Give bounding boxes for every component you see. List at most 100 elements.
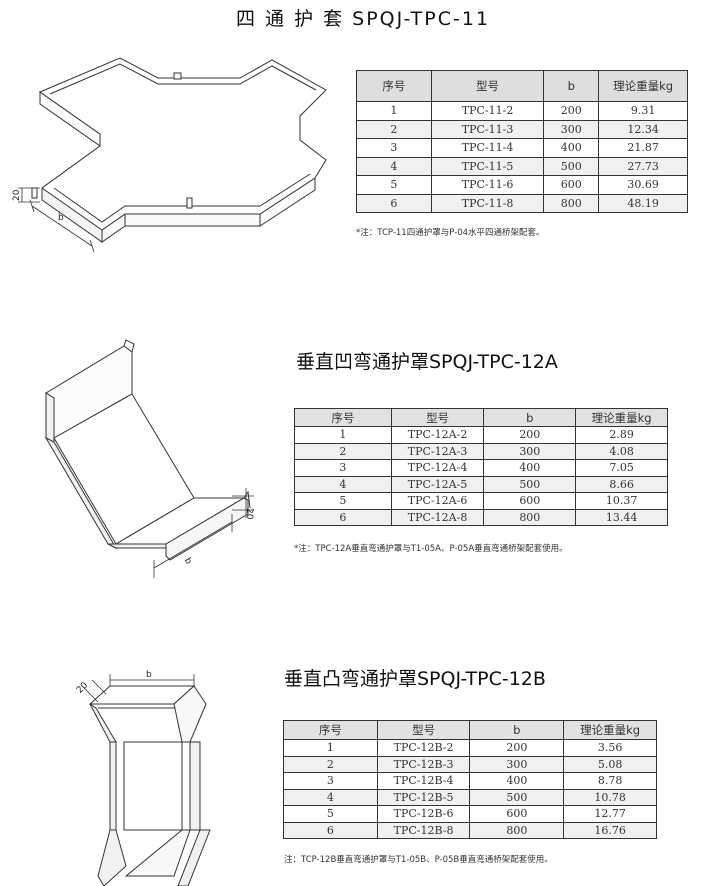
cell-no: 1 [356,101,432,121]
header-no: 序号 [283,720,378,740]
cell-model: TPC-12A-6 [390,492,485,510]
cell-b: 800 [543,193,600,213]
cell-no: 2 [294,442,392,460]
section-1-note: *注：TCP-11四通护罩与P-04水平四通桥架配套。 [356,228,545,238]
cell-b: 400 [469,772,565,790]
cell-weight: 10.78 [563,788,657,806]
cell-model: TPC-12A-5 [390,475,485,493]
cell-b: 300 [469,755,565,773]
width-label: b [58,213,64,223]
width-label: b [182,556,194,566]
cell-weight: 16.76 [563,821,657,839]
cell-weight: 30.69 [598,175,688,195]
cell-weight: 10.37 [575,492,668,510]
cell-model: TPC-12B-8 [376,821,471,839]
cell-model: TPC-12B-3 [376,755,471,773]
header-no: 序号 [356,70,432,102]
cell-weight: 9.31 [598,101,688,121]
table-header-row: 序号 型号 b 理论重量kg [356,70,688,102]
header-b: b [469,720,565,740]
cell-model: TPC-11-3 [430,119,545,139]
cell-weight: 13.44 [575,508,668,526]
cell-b: 500 [483,475,577,493]
section-2-note: *注：TPC-12A垂直弯通护罩与T1-05A、P-05A垂直弯通桥架配套使用。 [294,544,568,554]
cell-no: 6 [294,508,392,526]
cell-no: 3 [356,138,432,158]
header-model: 型号 [376,720,471,740]
cell-no: 6 [356,193,432,213]
cell-b: 600 [483,492,577,510]
four-way-cover-drawing: 20 b [12,57,327,253]
cell-weight: 8.78 [563,772,657,790]
cell-b: 600 [543,175,600,195]
cell-no: 5 [283,805,378,823]
cell-weight: 8.66 [575,475,668,493]
cell-model: TPC-11-5 [430,156,545,176]
cell-model: TPC-11-8 [430,193,545,213]
cell-no: 1 [283,739,378,757]
cell-model: TPC-12A-3 [390,442,485,460]
cell-b: 400 [483,459,577,477]
header-model: 型号 [390,408,485,427]
cell-model: TPC-11-6 [430,175,545,195]
cell-b: 800 [469,821,565,839]
cell-no: 6 [283,821,378,839]
cell-weight: 7.05 [575,459,668,477]
header-weight: 理论重量kg [563,720,657,740]
cell-model: TPC-12A-2 [390,426,485,444]
header-b: b [543,70,600,102]
cell-weight: 12.34 [598,119,688,139]
cell-b: 800 [483,508,577,526]
cell-model: TPC-12B-2 [376,739,471,757]
cell-no: 3 [294,459,392,477]
cell-model: TPC-12B-6 [376,805,471,823]
table-header-row: 序号 型号 b 理论重量kg [283,720,657,740]
header-weight: 理论重量kg [575,408,668,427]
cell-weight: 48.19 [598,193,688,213]
height-label: 20 [12,189,22,201]
cell-weight: 27.73 [598,156,688,176]
cell-no: 4 [294,475,392,493]
table-header-row: 序号 型号 b 理论重量kg [294,408,668,427]
cell-b: 300 [543,119,600,139]
cell-b: 500 [469,788,565,806]
cell-b: 200 [543,101,600,121]
cell-weight: 21.87 [598,138,688,158]
cell-no: 4 [356,156,432,176]
cell-no: 2 [356,119,432,139]
section-2-title: 垂直凹弯通护罩SPQJ-TPC-12A [296,351,558,373]
cell-weight: 12.77 [563,805,657,823]
cell-no: 4 [283,788,378,806]
cell-b: 200 [469,739,565,757]
cell-model: TPC-12A-8 [390,508,485,526]
cell-model: TPC-11-2 [430,101,545,121]
width-label: b [146,670,152,680]
header-no: 序号 [294,408,392,427]
cell-no: 5 [356,175,432,195]
cell-weight: 5.08 [563,755,657,773]
cell-weight: 4.08 [575,442,668,460]
cell-weight: 2.89 [575,426,668,444]
cell-b: 400 [543,138,600,158]
cell-b: 500 [543,156,600,176]
cell-no: 5 [294,492,392,510]
cell-model: TPC-11-4 [430,138,545,158]
section-1-title: 四 通 护 套 SPQJ-TPC-11 [236,8,491,30]
cell-model: TPC-12B-4 [376,772,471,790]
height-label: 20 [75,680,90,695]
